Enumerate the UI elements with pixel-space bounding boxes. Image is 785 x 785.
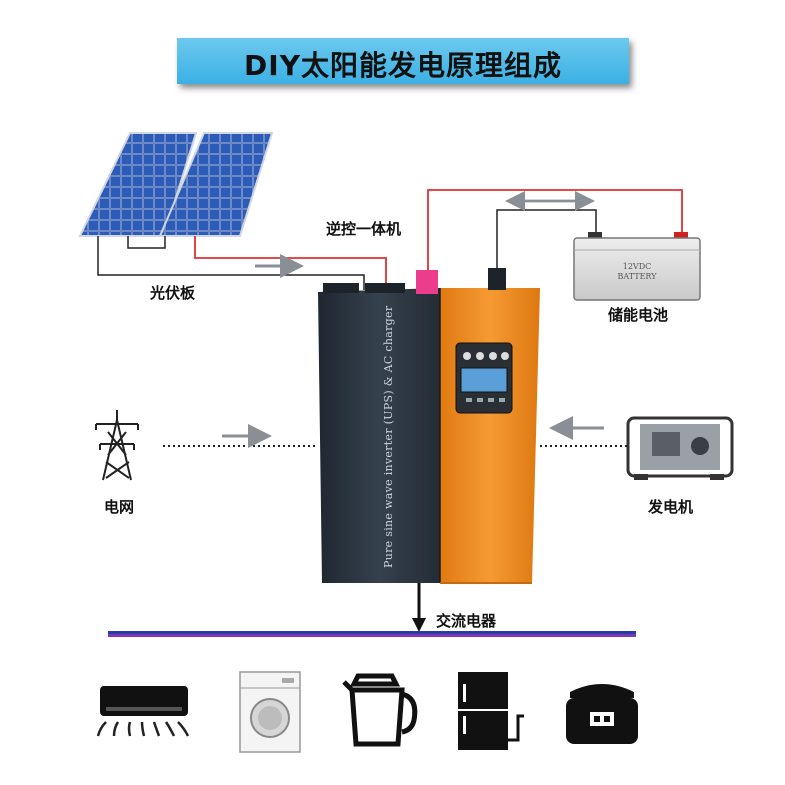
ac-appliances-label: 交流电器: [436, 612, 497, 630]
battery-icon: 12VDC BATTERY: [573, 232, 701, 301]
inverter-side-text: Pure sine wave inverter (UPS) & AC charg…: [382, 305, 395, 568]
inverter-unit: [318, 268, 540, 584]
battery-label-2: BATTERY: [618, 272, 658, 281]
generator-label: 发电机: [648, 498, 694, 516]
inverter-label: 逆控一体机: [326, 220, 402, 238]
pv-wires: [97, 236, 387, 290]
kettle-icon: [342, 673, 418, 747]
solar-panel-icon: [78, 132, 274, 237]
air-conditioner-icon: [96, 686, 190, 737]
output-arrow: [412, 618, 426, 632]
title-banner: DIY太阳能发电原理组成: [177, 38, 629, 84]
pv-panel-label: 光伏板: [150, 284, 196, 302]
battery-label-1: 12VDC: [623, 262, 652, 271]
power-tower-icon: [95, 410, 139, 481]
battery-label: 储能电池: [608, 306, 669, 324]
washing-machine-icon: [239, 671, 301, 753]
battery-wires: [427, 189, 683, 272]
page-title: DIY太阳能发电原理组成: [244, 49, 562, 82]
generator-icon: [626, 416, 734, 480]
refrigerator-icon: [458, 672, 524, 750]
grid-label: 电网: [104, 498, 135, 516]
ac-bus: [108, 631, 636, 634]
rice-cooker-icon: [566, 684, 638, 744]
